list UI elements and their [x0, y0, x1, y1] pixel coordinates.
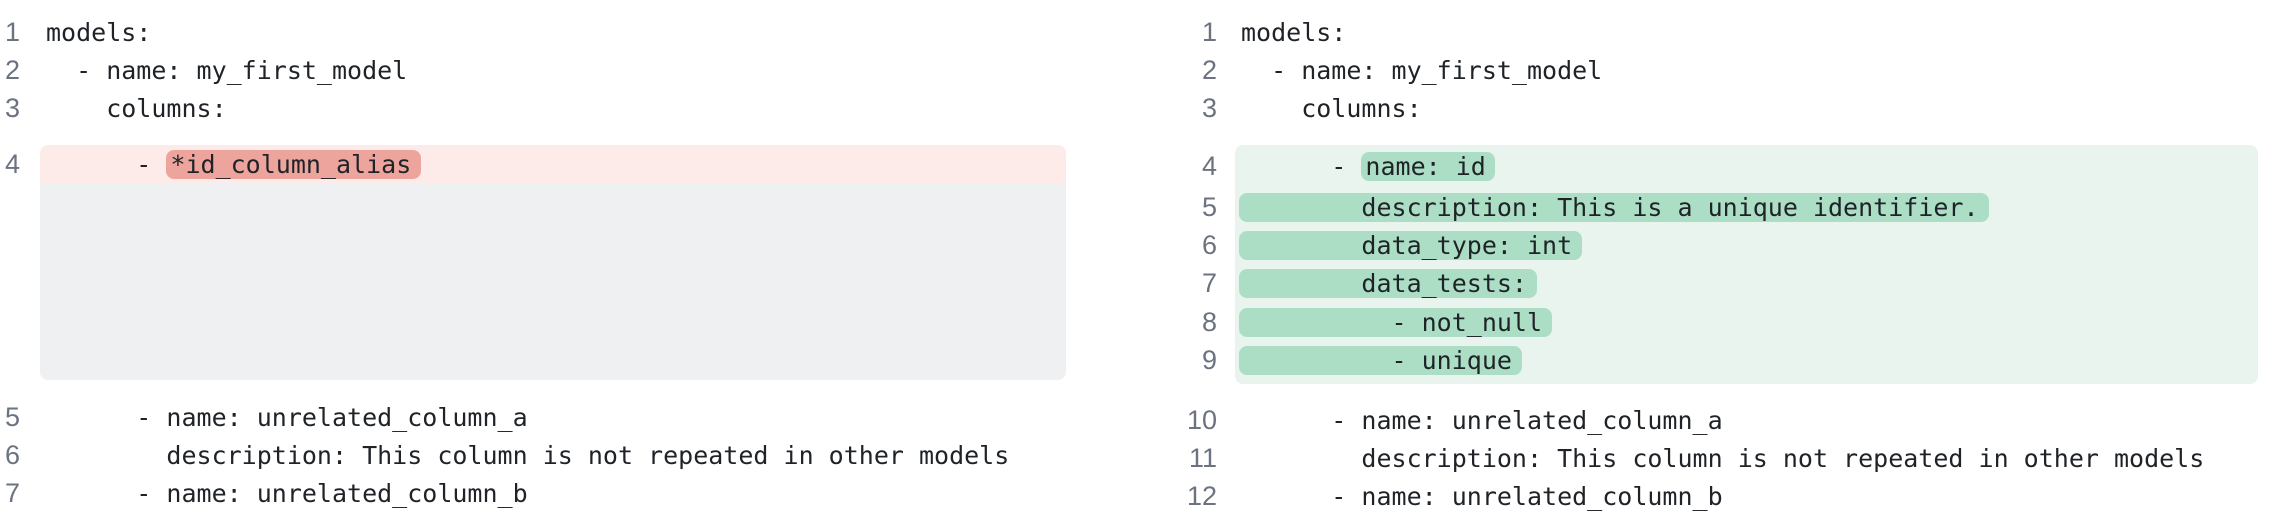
code-line: 6 description: This column is not repeat… [0, 436, 1139, 474]
code-line: 12 - name: unrelated_column_b [1139, 478, 2278, 516]
added-line-highlight: data_type: int [1239, 231, 1583, 261]
code-text: - name: unrelated_column_a [46, 402, 528, 432]
line-number: 7 [1201, 268, 1217, 299]
code-line: 3 columns: [1139, 89, 2278, 127]
line-number-row: 5 [1139, 188, 1235, 226]
line-number: 1 [1201, 16, 1217, 47]
line-number: 1 [4, 16, 20, 47]
code-text: - name: my_first_model [46, 55, 408, 85]
code-text: columns: [1241, 93, 1422, 123]
line-number: 4 [1201, 151, 1217, 181]
line-number: 5 [1201, 191, 1217, 222]
code-line: 11 description: This column is not repea… [1139, 440, 2278, 478]
code-line: 5 - name: unrelated_column_a [0, 398, 1139, 436]
added-word-highlight: name: id [1361, 152, 1495, 181]
line-number: 12 [1186, 481, 1217, 512]
code-text: models: [1241, 17, 1347, 47]
line-number: 8 [1201, 306, 1217, 337]
code-text: - name: unrelated_column_b [46, 478, 528, 508]
code-text: - name: unrelated_column_b [1241, 482, 1723, 512]
removed-block: - *id_column_alias [40, 145, 1066, 380]
added-block: - name: id description: This is a unique… [1235, 145, 2258, 384]
line-number: 9 [1201, 345, 1217, 376]
code-text: models: [46, 17, 152, 47]
line-number: 7 [4, 477, 20, 508]
added-code-line: - unique [1235, 342, 2258, 380]
added-change-section: 4 5 6 7 8 9 [1139, 145, 2278, 384]
added-code-line: data_type: int [1235, 226, 2258, 264]
new-version-pane: 1 models: 2 - name: my_first_model 3 col… [1139, 13, 2278, 516]
added-code-line: data_tests: [1235, 265, 2258, 303]
line-number: 11 [1188, 443, 1217, 474]
yaml-diff-view: 1 models: 2 - name: my_first_model 3 col… [0, 13, 2278, 516]
line-number: 5 [4, 401, 20, 432]
code-line: 2 - name: my_first_model [1139, 51, 2278, 89]
line-number: 6 [4, 439, 20, 470]
line-number-row: 4 [1139, 145, 1235, 188]
added-line-highlight: description: This is a unique identifier… [1239, 192, 1989, 222]
code-text: description: This column is not repeated… [1241, 444, 2205, 474]
code-line: 3 columns: [0, 89, 1139, 127]
removed-word-highlight: *id_column_alias [166, 149, 422, 179]
added-line-highlight: - unique [1239, 346, 1522, 376]
line-number: 4 [4, 148, 20, 179]
code-line: 1 models: [0, 13, 1139, 51]
added-code-line: description: This is a unique identifier… [1235, 188, 2258, 226]
added-code-line: - name: id [1235, 145, 2258, 188]
added-line-highlight: data_tests: [1239, 269, 1537, 299]
line-number: 3 [1201, 92, 1217, 123]
code-line: 7 - name: unrelated_column_b [0, 474, 1139, 512]
added-line-highlight: - not_null [1239, 307, 1553, 337]
code-text: - name: id [1235, 152, 2258, 181]
code-text: - name: my_first_model [1241, 55, 1603, 85]
code-prefix: - [1241, 152, 1362, 181]
line-number-row: 6 [1139, 226, 1235, 264]
line-number: 6 [1201, 230, 1217, 261]
section-line-numbers: 4 5 6 7 8 9 [1139, 145, 1235, 384]
line-number: 10 [1186, 405, 1217, 436]
code-text: description: This column is not repeated… [46, 440, 1010, 470]
code-prefix: - [46, 149, 167, 179]
line-number: 3 [4, 92, 20, 123]
code-line: 2 - name: my_first_model [0, 51, 1139, 89]
code-text: columns: [46, 93, 227, 123]
line-number-row: 7 [1139, 265, 1235, 303]
filler-number-gap [0, 183, 40, 380]
code-text: - name: unrelated_column_a [1241, 406, 1723, 436]
code-text: - *id_column_alias [40, 149, 1066, 179]
line-number-row: 8 [1139, 303, 1235, 341]
old-version-pane: 1 models: 2 - name: my_first_model 3 col… [0, 13, 1139, 516]
line-number-row: 4 [0, 145, 40, 183]
line-number: 2 [1201, 54, 1217, 85]
removed-code-line: - *id_column_alias [40, 145, 1066, 183]
line-number-row: 9 [1139, 342, 1235, 380]
removed-change-section: 4 - *id_column_alias [0, 145, 1139, 380]
section-line-numbers: 4 [0, 145, 40, 380]
added-code-line: - not_null [1235, 303, 2258, 341]
collapsed-lines-filler [40, 183, 1066, 380]
code-line: 10 - name: unrelated_column_a [1139, 402, 2278, 440]
line-number: 2 [4, 54, 20, 85]
code-line: 1 models: [1139, 13, 2278, 51]
